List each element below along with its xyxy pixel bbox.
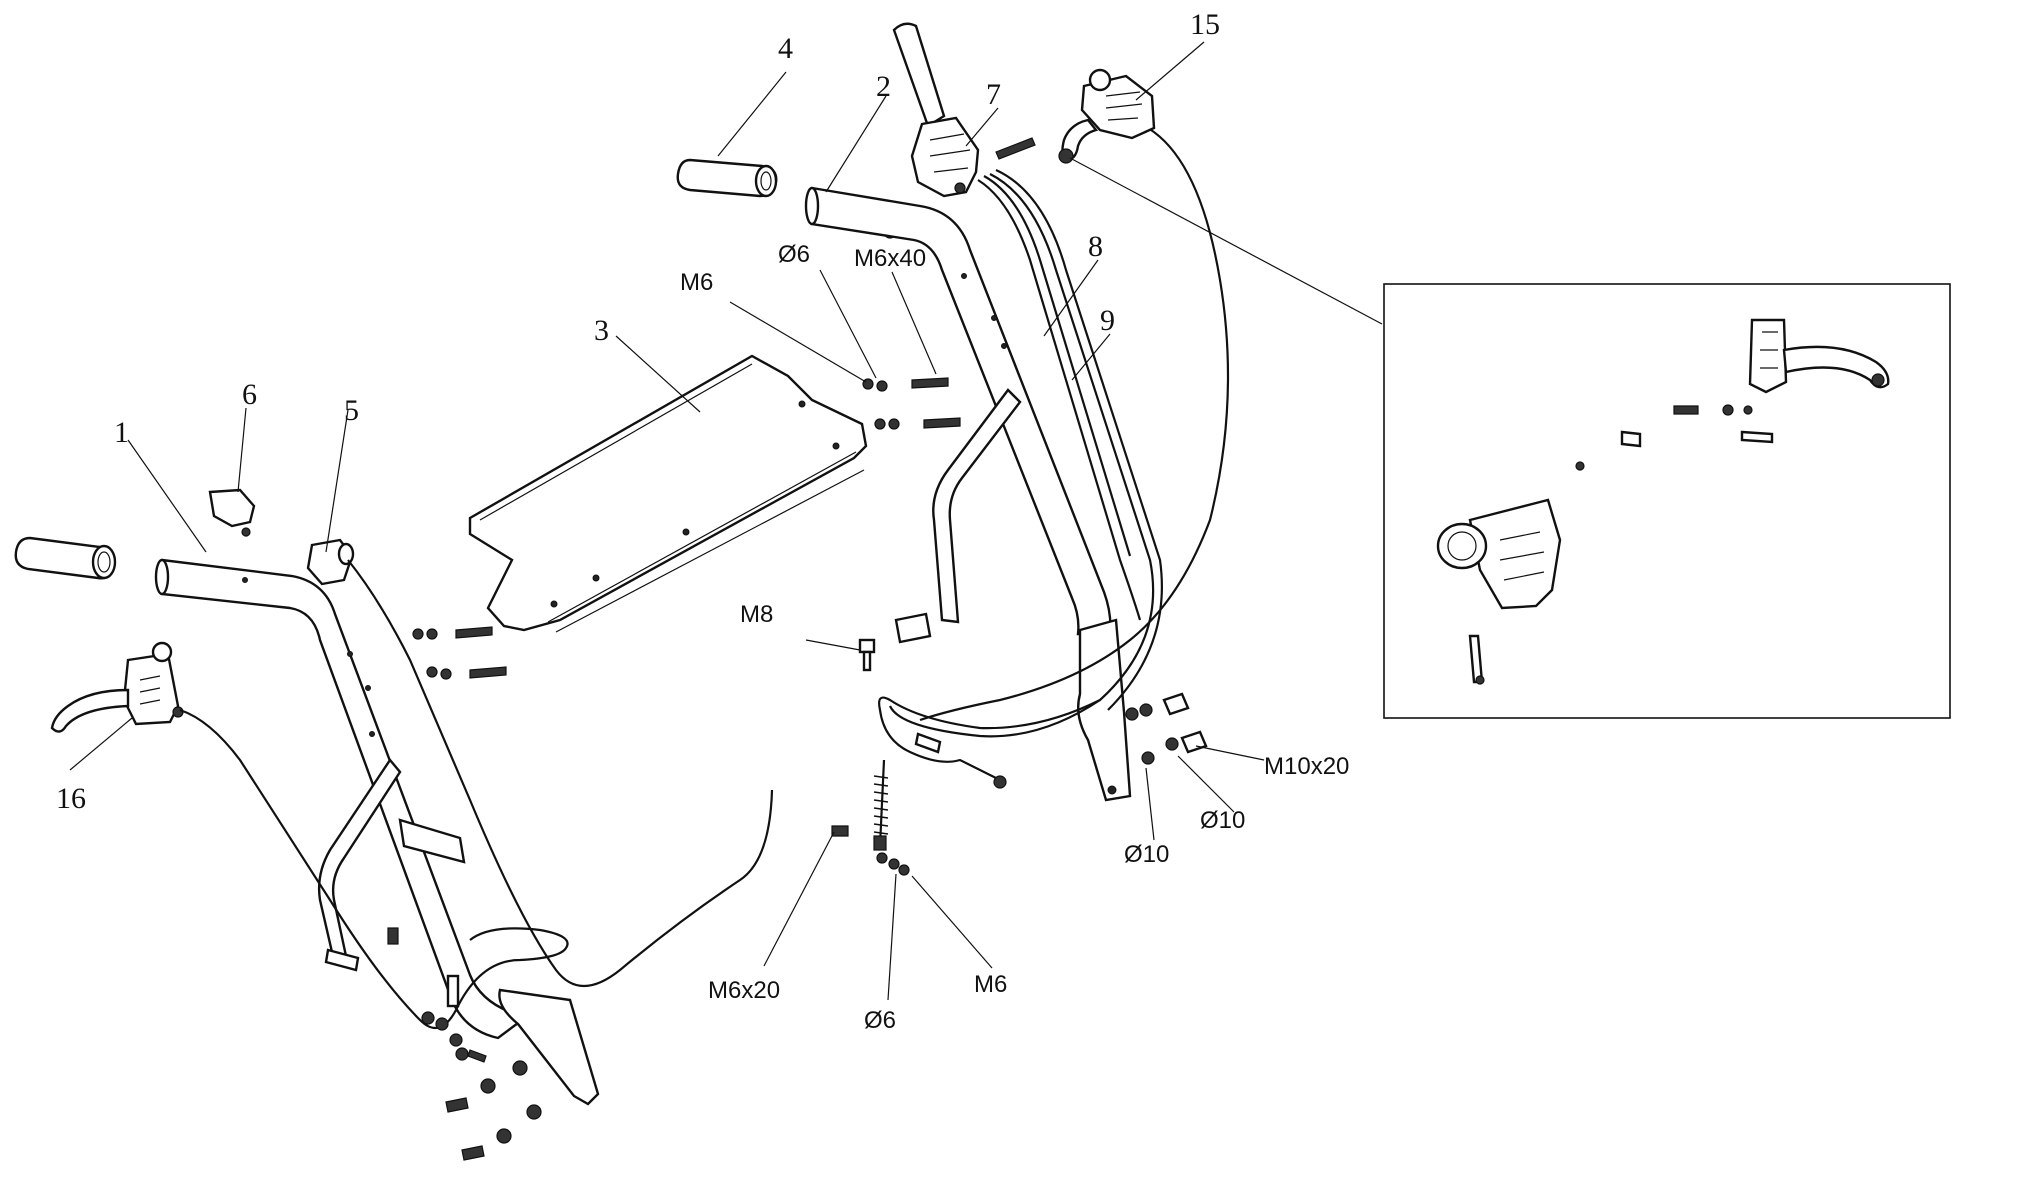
switch-cable: [347, 559, 774, 988]
brake-lever-part-15: [1058, 68, 1156, 164]
callout-8: 8: [1088, 230, 1103, 263]
cable-part-8: [977, 179, 1142, 621]
plate-bolts-left: [412, 626, 507, 680]
spring: [873, 759, 889, 851]
label-m6x40: M6x40: [854, 245, 926, 272]
cable-part-9: [888, 173, 1155, 738]
label-m6x20: M6x20: [708, 977, 780, 1004]
callout-7: 7: [986, 78, 1001, 111]
cover-plate-part-3: [468, 354, 868, 633]
label-d6-top: Ø6: [778, 241, 810, 268]
left-grip: [14, 536, 117, 580]
label-d6-bottom: Ø6: [864, 1007, 896, 1034]
left-lever-cable: [179, 708, 457, 1030]
cable-part-9b: [995, 169, 1163, 711]
callout-3: 3: [594, 314, 609, 347]
brake-lever-part-16: [50, 641, 184, 733]
loop-cable: [455, 927, 569, 1011]
callout-1: 1: [114, 416, 129, 449]
right-grip-part-4: [676, 158, 778, 198]
label-m10x20: M10x20: [1264, 753, 1349, 780]
label-m6-bottom: M6: [974, 971, 1007, 998]
right-lower-hardware: [1125, 692, 1208, 765]
leader-lines: [69, 41, 1265, 1001]
cable-part-15: [919, 127, 1230, 722]
callout-9: 9: [1100, 304, 1115, 337]
label-m6-top: M6: [680, 269, 713, 296]
callout-4: 4: [778, 32, 793, 65]
lower-center-hardware: [831, 825, 910, 876]
callout-2: 2: [876, 70, 891, 103]
left-bottom-hardware: [387, 927, 542, 1161]
callout-15: 15: [1190, 8, 1220, 41]
detail-inset: [1069, 157, 1951, 719]
callout-6: 6: [242, 378, 257, 411]
lower-cable: [878, 696, 1101, 781]
switch-part-5: [306, 538, 355, 586]
bolt-m8: [858, 638, 876, 672]
label-d10-right: Ø10: [1200, 807, 1245, 834]
label-m8: M8: [740, 601, 773, 628]
callout-16: 16: [56, 782, 86, 815]
callout-5: 5: [344, 394, 359, 427]
label-d10-left: Ø10: [1124, 841, 1169, 868]
left-handlebar: [154, 558, 600, 1106]
cable-adjuster: [914, 732, 1007, 789]
clamp-part-6: [208, 488, 256, 537]
plate-bolts-right: [862, 377, 961, 430]
throttle-lever-part-7: [892, 22, 1036, 198]
cable-part-8b: [983, 175, 1132, 557]
